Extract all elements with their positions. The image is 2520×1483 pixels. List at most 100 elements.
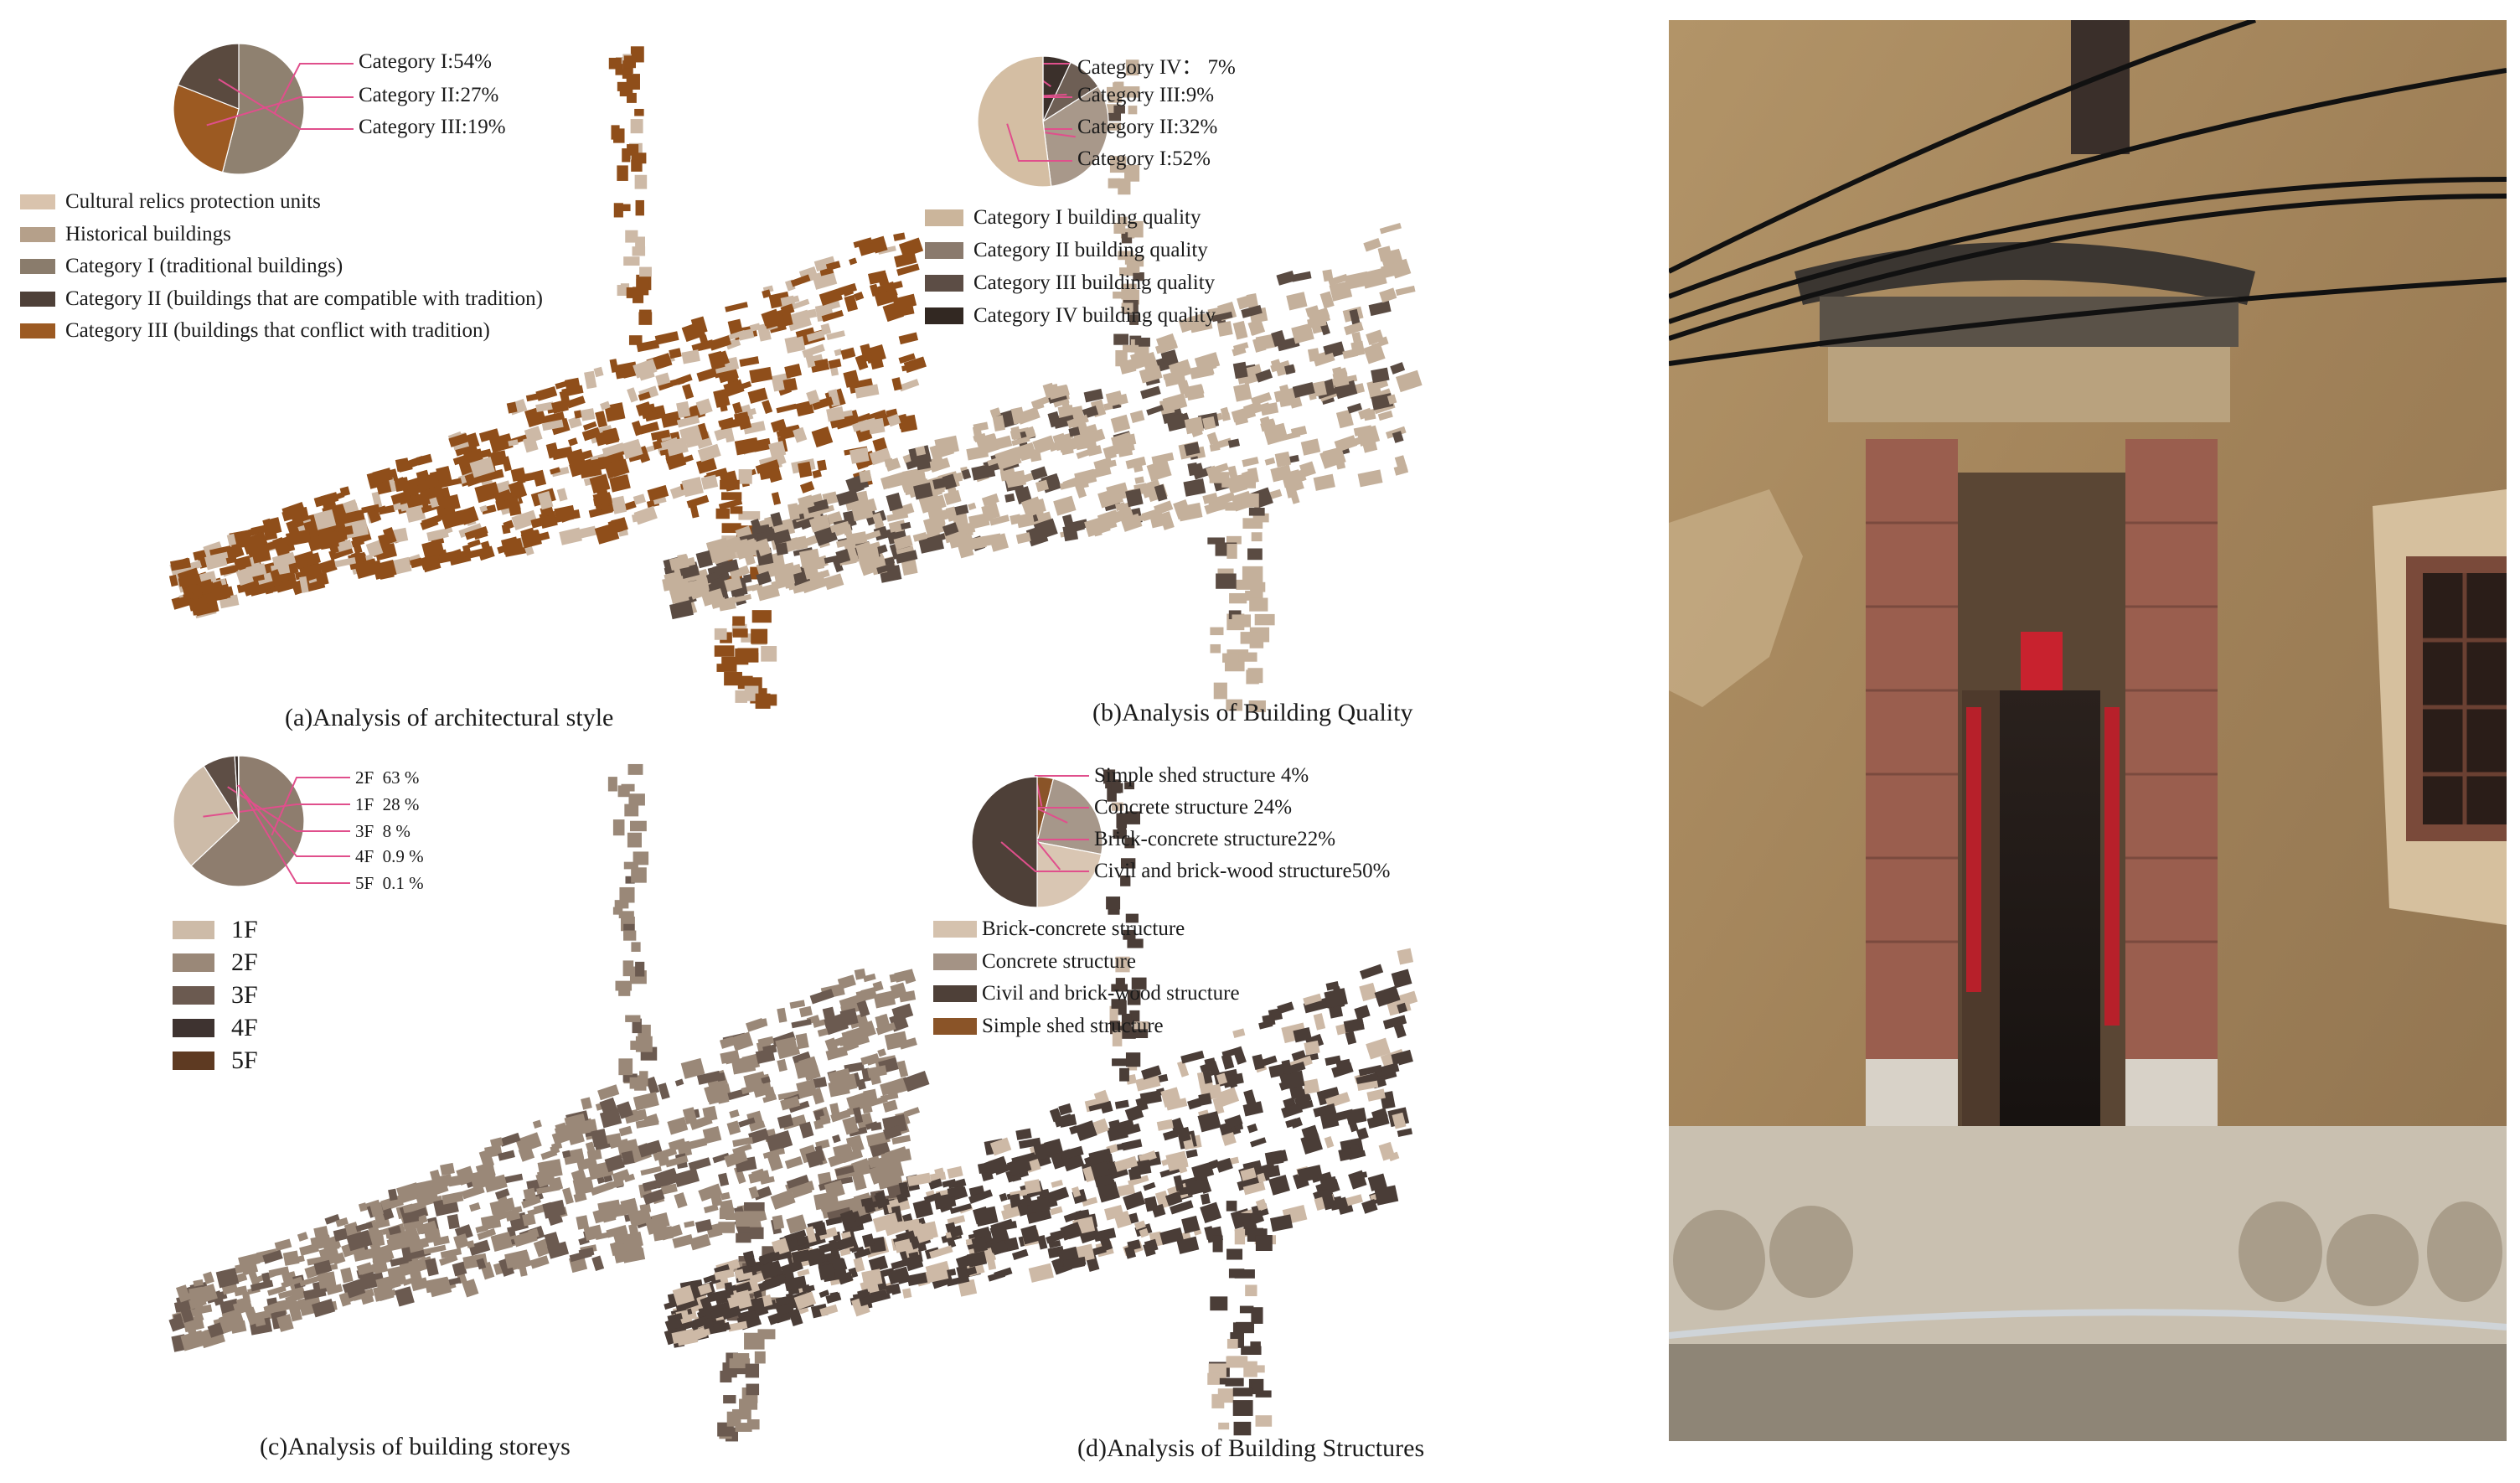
building-footprint xyxy=(546,1241,570,1259)
building-footprint xyxy=(1119,1067,1129,1082)
building-footprint xyxy=(799,481,815,493)
building-footprint xyxy=(520,530,542,549)
building-footprint xyxy=(1126,261,1140,273)
building-footprint xyxy=(318,559,338,575)
legend-item: 4F xyxy=(173,1011,258,1044)
building-footprint xyxy=(1123,1191,1146,1211)
pie-leader-line xyxy=(1034,775,1089,807)
building-footprint xyxy=(1350,1143,1361,1155)
building-footprint xyxy=(900,477,917,493)
building-footprint xyxy=(394,477,410,493)
building-footprint xyxy=(777,1090,802,1101)
building-footprint xyxy=(1113,1026,1128,1035)
building-footprint xyxy=(863,1200,874,1213)
building-footprint xyxy=(350,551,364,569)
building-footprint xyxy=(1010,426,1022,441)
building-footprint xyxy=(784,1275,808,1292)
building-footprint xyxy=(659,449,669,456)
building-footprint xyxy=(943,489,962,505)
building-footprint xyxy=(854,968,866,980)
building-footprint xyxy=(855,541,873,557)
building-footprint xyxy=(642,1180,660,1192)
building-footprint xyxy=(1249,597,1268,612)
building-footprint xyxy=(1209,472,1230,483)
building-footprint xyxy=(607,777,617,792)
building-footprint xyxy=(1197,1111,1221,1133)
building-footprint xyxy=(1332,1196,1348,1210)
building-footprint xyxy=(1301,1124,1319,1142)
legend-label: Civil and brick-wood structure xyxy=(982,982,1240,1005)
building-footprint xyxy=(682,383,695,400)
building-footprint xyxy=(1124,1245,1137,1259)
building-footprint xyxy=(887,1266,911,1285)
building-footprint xyxy=(459,506,479,525)
building-footprint xyxy=(674,1191,688,1209)
building-footprint xyxy=(831,1257,845,1270)
pie-label-brick-concrete: Brick-concrete structure22% xyxy=(1094,828,1336,850)
building-footprint xyxy=(1187,1098,1201,1110)
building-footprint xyxy=(1232,342,1249,352)
building-footprint xyxy=(1060,1222,1082,1241)
building-footprint xyxy=(1047,411,1061,428)
building-footprint xyxy=(811,426,834,448)
building-footprint xyxy=(880,1078,906,1096)
building-footprint xyxy=(262,518,274,534)
building-footprint xyxy=(793,426,808,443)
building-footprint xyxy=(631,159,643,172)
pie-leader-line xyxy=(206,96,354,127)
building-footprint xyxy=(723,1395,736,1404)
building-footprint xyxy=(1363,238,1381,252)
building-footprint xyxy=(170,557,192,571)
building-footprint xyxy=(411,1277,429,1292)
building-footprint xyxy=(248,1269,261,1286)
building-footprint xyxy=(989,1137,1012,1156)
building-footprint xyxy=(1252,1054,1265,1071)
building-footprint xyxy=(631,942,641,952)
building-footprint xyxy=(340,1267,354,1284)
building-footprint xyxy=(1367,1173,1387,1191)
building-footprint xyxy=(994,435,1013,450)
pie-label-2f: 2F 63 % xyxy=(355,767,420,788)
legend-label: Category III building quality xyxy=(973,271,1216,294)
building-footprint xyxy=(828,1152,849,1167)
building-footprint xyxy=(770,512,783,527)
building-footprint xyxy=(1123,285,1134,300)
building-footprint xyxy=(777,1296,794,1306)
building-footprint xyxy=(638,1139,663,1158)
building-footprint xyxy=(840,347,856,360)
building-footprint xyxy=(990,1239,1009,1256)
building-footprint xyxy=(1229,592,1247,604)
building-footprint xyxy=(780,303,795,316)
building-footprint xyxy=(226,533,237,546)
building-footprint xyxy=(819,1304,839,1317)
pie-label-simple-shed: Simple shed structure 4% xyxy=(1094,764,1309,787)
building-footprint xyxy=(1269,1214,1294,1232)
building-footprint xyxy=(346,1229,373,1252)
building-footprint xyxy=(751,610,772,623)
building-footprint xyxy=(719,1207,735,1220)
building-footprint xyxy=(767,1312,783,1325)
building-footprint xyxy=(818,1263,836,1281)
building-footprint xyxy=(790,274,811,287)
building-footprint xyxy=(1118,178,1131,195)
building-footprint xyxy=(949,1225,963,1238)
building-footprint xyxy=(1141,1065,1162,1080)
building-footprint xyxy=(335,1217,349,1227)
building-footprint xyxy=(863,973,876,983)
building-footprint xyxy=(738,511,761,520)
building-footprint xyxy=(215,1267,240,1289)
building-footprint xyxy=(721,656,736,664)
building-footprint xyxy=(639,266,652,277)
building-footprint xyxy=(1211,1393,1225,1408)
building-footprint xyxy=(906,1272,929,1287)
building-footprint xyxy=(456,1165,476,1186)
building-footprint xyxy=(429,497,439,509)
building-footprint xyxy=(1307,348,1320,362)
pie-chart-building-structures xyxy=(971,775,1103,908)
building-footprint xyxy=(1238,652,1257,662)
building-footprint xyxy=(989,407,1001,418)
building-footprint xyxy=(1387,394,1397,405)
building-footprint xyxy=(614,900,629,909)
pie-leader-line xyxy=(1000,841,1089,872)
legend-item: Category III (buildings that conflict wi… xyxy=(20,315,543,348)
